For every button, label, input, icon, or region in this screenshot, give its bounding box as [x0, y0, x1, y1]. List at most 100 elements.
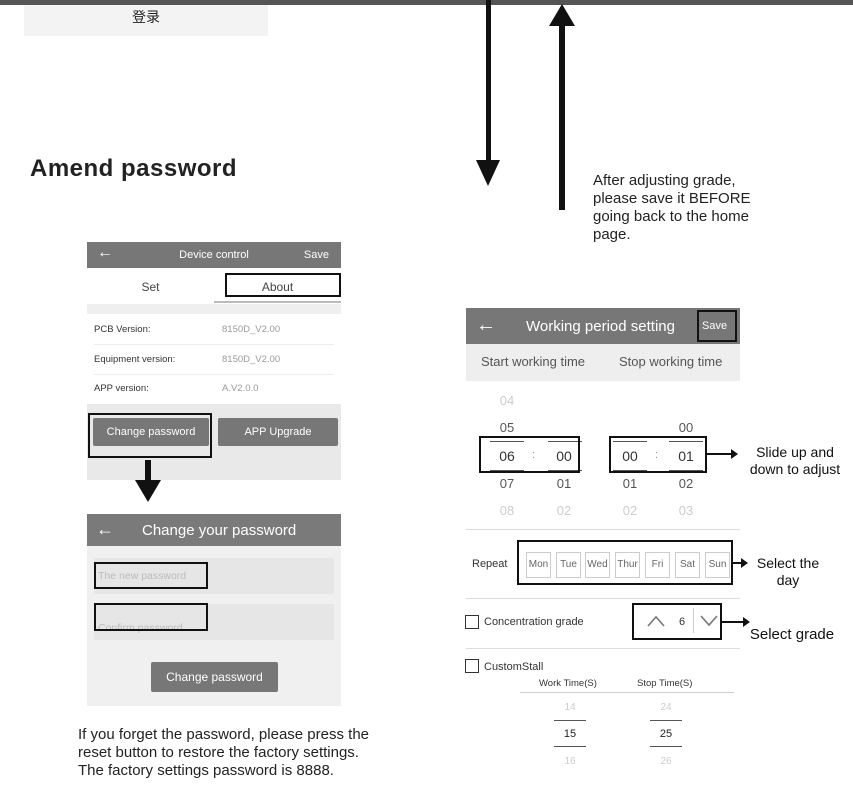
day-sat[interactable]: Sat — [675, 552, 700, 578]
login-button[interactable]: 登录 — [24, 5, 268, 36]
picker-line — [548, 441, 582, 442]
annotation-line-text: Slide up and — [756, 444, 834, 460]
info-row-pcb: PCB Version: 8150D_V2.00 — [94, 324, 334, 345]
stop-hour-option[interactable]: 01 — [622, 476, 638, 491]
concentration-value: 6 — [679, 616, 686, 628]
tab-set[interactable]: Set — [141, 280, 160, 294]
save-note: After adjusting grade, please save it BE… — [593, 172, 751, 244]
change-password-highlight-box — [88, 413, 212, 458]
working-period-title: Working period setting — [526, 318, 675, 335]
start-hour-option[interactable]: 07 — [499, 476, 515, 491]
save-note-line: going back to the home — [593, 208, 749, 225]
day-tue[interactable]: Tue — [556, 552, 581, 578]
stop-hour-option[interactable]: 02 — [622, 503, 638, 518]
confirm-password-input[interactable] — [98, 610, 318, 646]
active-tab-indicator — [214, 301, 341, 303]
custom-stall-label: CustomStall — [484, 661, 544, 673]
picker-line — [548, 470, 582, 471]
start-hour-selected[interactable]: 06 — [499, 448, 515, 464]
start-minute-option[interactable]: 02 — [556, 503, 572, 518]
start-time-highlight-box — [479, 436, 580, 473]
about-highlight-box — [225, 273, 341, 297]
picker-line — [613, 441, 647, 442]
forgot-password-note: If you forget the password, please press… — [78, 726, 369, 780]
save-button[interactable]: Save — [303, 249, 329, 261]
annotation-line-text: day — [776, 572, 800, 588]
tab-about[interactable]: About — [261, 280, 294, 294]
days-highlight-box — [517, 540, 733, 585]
stop-minute-option[interactable]: 00 — [678, 420, 694, 435]
select-day-annotation: Select the day — [748, 555, 828, 589]
day-wed[interactable]: Wed — [585, 552, 610, 578]
stop-time-header: Stop Time(S) — [637, 678, 693, 689]
annotation-line-text: down to adjust — [749, 461, 841, 477]
day-mon[interactable]: Mon — [526, 552, 551, 578]
stop-hour-selected[interactable]: 00 — [622, 448, 638, 464]
time-separator: : — [532, 449, 536, 461]
start-time-label: Start working time — [481, 354, 586, 369]
save-note-line: page. — [593, 226, 631, 243]
picker-line — [490, 470, 524, 471]
new-password-highlight-box — [94, 562, 208, 589]
divider — [520, 692, 734, 693]
stop-time-option[interactable]: 26 — [660, 756, 672, 767]
stop-time-option[interactable]: 24 — [660, 702, 672, 713]
right-arrow-icon — [731, 449, 738, 459]
forgot-note-line: The factory settings password is 8888. — [78, 762, 334, 779]
up-arrow-shaft — [559, 24, 565, 210]
device-control-title: Device control — [179, 249, 249, 261]
start-minute-option[interactable]: 01 — [556, 476, 572, 491]
save-highlight-box — [697, 310, 737, 342]
change-password-button[interactable]: Change password — [93, 418, 209, 446]
info-label: Equipment version: — [94, 354, 176, 365]
work-time-option[interactable]: 14 — [564, 702, 576, 713]
device-control-header: ← Device control Save — [87, 242, 341, 268]
stop-minute-selected[interactable]: 01 — [678, 448, 694, 464]
grade-highlight-box — [632, 603, 722, 640]
divider — [466, 648, 740, 649]
stop-minute-option[interactable]: 02 — [678, 476, 694, 491]
flow-arrow-icon — [135, 480, 161, 502]
start-minute-selected[interactable]: 00 — [556, 448, 572, 464]
day-thur[interactable]: Thur — [615, 552, 640, 578]
back-arrow-icon[interactable]: ← — [97, 244, 113, 261]
right-arrow-icon — [743, 617, 750, 627]
repeat-label: Repeat — [472, 558, 508, 570]
info-value: 8150D_V2.00 — [222, 354, 281, 365]
day-fri[interactable]: Fri — [645, 552, 670, 578]
day-sun[interactable]: Sun — [705, 552, 730, 578]
concentration-label: Concentration grade — [484, 616, 584, 628]
start-hour-option[interactable]: 08 — [499, 503, 515, 518]
back-arrow-icon[interactable]: ← — [476, 314, 496, 336]
info-value: 8150D_V2.00 — [222, 324, 281, 335]
back-arrow-icon[interactable]: ← — [96, 519, 114, 539]
chevron-up-icon[interactable] — [646, 614, 666, 628]
time-labels: Start working time Stop working time — [466, 344, 740, 381]
picker-line — [613, 470, 647, 471]
work-time-label: Work Time(S) — [539, 678, 597, 689]
flow-arrow-shaft — [145, 460, 151, 482]
annotation-line — [733, 562, 742, 564]
concentration-checkbox[interactable] — [465, 615, 479, 629]
slide-annotation: Slide up and down to adjust — [739, 444, 851, 478]
start-hour-option[interactable]: 04 — [499, 393, 515, 408]
custom-stall-checkbox[interactable] — [465, 659, 479, 673]
picker-line — [669, 470, 703, 471]
submit-change-password-button[interactable]: Change password — [151, 662, 278, 692]
start-hour-option[interactable]: 05 — [499, 420, 515, 435]
work-time-selected[interactable]: 15 — [563, 728, 577, 740]
save-button[interactable]: Save — [702, 320, 728, 332]
divider — [693, 608, 694, 633]
info-label: APP version: — [94, 383, 149, 394]
annotation-line-text: Select the — [756, 555, 820, 571]
picker-line — [650, 746, 682, 747]
divider — [87, 304, 341, 314]
app-upgrade-button[interactable]: APP Upgrade — [218, 418, 338, 446]
stop-time-selected[interactable]: 25 — [659, 728, 673, 740]
stop-minute-option[interactable]: 03 — [678, 503, 694, 518]
time-picker: 04 05 06 07 08 : 00 01 02 00 01 02 : 00 … — [466, 381, 740, 529]
picker-line — [554, 720, 586, 721]
save-note-line: After adjusting grade, — [593, 172, 736, 189]
work-time-option[interactable]: 16 — [564, 756, 576, 767]
chevron-down-icon[interactable] — [699, 614, 719, 628]
